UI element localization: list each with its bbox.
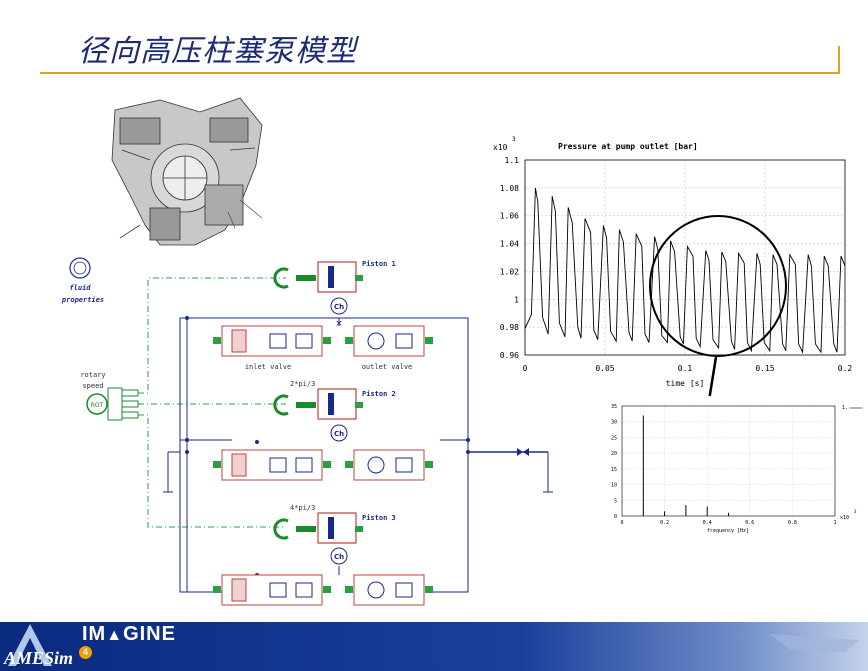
x-tick-label: 0.1 — [678, 364, 693, 373]
piston-3-label: Piston 3 — [362, 514, 396, 522]
pressure-chart-title: Pressure at pump outlet [bar] — [558, 142, 698, 151]
pressure-series-line — [524, 187, 846, 354]
x-tick-label: 0.05 — [595, 364, 614, 373]
highlight-ellipse — [649, 215, 787, 357]
pump-diagram: fluid properties rotary speed ROT — [60, 97, 868, 606]
spectrum-chart-xlabel: frequency [Hz] — [707, 528, 749, 534]
spectrum-chart: 0 5 10 15 20 25 30 35 0 0.2 0.4 0.6 0.8 1 frequency … — [598, 396, 868, 538]
y-tick-label: 20 — [611, 451, 617, 457]
piston-3-group[interactable]: 4*pi/3 Piston 3 Ch — [273, 504, 396, 565]
x-tick-label: 0.2 — [660, 520, 669, 526]
x-tick-label: 1 — [833, 520, 836, 526]
spectrum-chart-yticks: 0 5 10 15 20 25 30 35 — [611, 404, 617, 520]
outlet-valve-label: outlet valve — [362, 363, 413, 371]
spectrum-chart-x-multiplier-exp: 3 — [854, 509, 857, 514]
y-tick-label: 1.1 — [505, 156, 520, 165]
spectrum-chart-bars — [642, 415, 729, 516]
footer-bar — [0, 622, 868, 671]
y-tick-label: 0 — [614, 514, 617, 520]
piston-2-phase: 2*pi/3 — [290, 380, 315, 388]
piston-1-group[interactable]: Piston 1 Ch × — [273, 260, 396, 329]
x-tick-label: 0.2 — [838, 364, 853, 373]
svg-text:×: × — [335, 319, 343, 329]
x-tick-label: 0.6 — [745, 520, 754, 526]
y-tick-label: 1.06 — [500, 212, 519, 221]
piston-2-label: Piston 2 — [362, 390, 396, 398]
valve-row-3[interactable] — [213, 574, 433, 606]
piston-2-chamber: Ch — [334, 430, 344, 438]
x-tick-label: 0.4 — [703, 520, 712, 526]
x-tick-label: 0.8 — [788, 520, 797, 526]
valve-row-2[interactable] — [213, 449, 433, 481]
y-tick-label: 1 — [514, 295, 519, 304]
spectrum-chart-legend: 1. — [842, 405, 848, 411]
fluid-properties-label: properties — [61, 296, 104, 304]
y-tick-label: 15 — [611, 467, 617, 473]
x-tick-label: 0 — [620, 520, 623, 526]
y-tick-label: 35 — [611, 404, 617, 410]
y-tick-label: 1.08 — [500, 184, 519, 193]
speed-label: speed — [82, 382, 103, 390]
spectrum-chart-xticks: 0 0.2 0.4 0.6 0.8 1 — [620, 520, 836, 526]
amesim-logo: AMESim — [4, 648, 74, 668]
y-tick-label: 5 — [614, 498, 617, 504]
pressure-chart-series — [524, 187, 846, 354]
y-tick-label: 1.02 — [500, 267, 519, 276]
spectrum-chart-x-multiplier: x10 — [840, 515, 849, 521]
amesim-logo-icon — [8, 624, 52, 666]
piston-2-group[interactable]: 2*pi/3 Piston 2 Ch — [273, 380, 396, 442]
rot-label: ROT — [91, 402, 104, 409]
piston-3-chamber: Ch — [334, 553, 344, 561]
rotary-speed-source[interactable]: rotary speed ROT — [80, 371, 139, 421]
x-tick-label: 0.15 — [755, 364, 774, 373]
piston-1-chamber: Ch — [334, 303, 344, 311]
y-tick-label: 1.04 — [500, 240, 519, 249]
amesim-version-badge: 4 — [79, 646, 92, 659]
piston-1-label: Piston 1 — [362, 260, 396, 268]
slide-title: 径向高压柱塞泵模型 — [78, 34, 357, 69]
title-underline-corner — [838, 46, 840, 74]
pressure-chart: Pressure at pump outlet [bar] x10 3 time… — [488, 128, 868, 394]
x-tick-label: 0 — [523, 364, 528, 373]
hydraulic-lines — [163, 317, 553, 593]
inlet-valve-label: inlet valve — [245, 363, 291, 371]
fluid-icon-label: fluid — [69, 284, 91, 292]
footer-graphics — [8, 624, 860, 666]
mechanical-links — [138, 277, 286, 528]
piston-3-phase: 4*pi/3 — [290, 504, 315, 512]
y-tick-label: 30 — [611, 420, 617, 426]
pump-cad-drawing — [111, 97, 263, 246]
y-tick-label: 10 — [611, 483, 617, 489]
pressure-chart-y-multiplier-exp: 3 — [512, 136, 516, 143]
pressure-chart-y-multiplier: x10 — [493, 143, 508, 152]
pressure-chart-yticks: 1.1 1.08 1.06 1.04 1.02 1 0.98 0.96 — [500, 156, 519, 360]
imagine-logo: IM▲GINE — [82, 623, 176, 645]
rotary-label: rotary — [80, 371, 105, 379]
check-valve-icon — [517, 448, 529, 456]
y-tick-label: 0.98 — [500, 323, 519, 332]
valve-row-1[interactable] — [213, 325, 433, 357]
pressure-chart-xlabel: time [s] — [666, 379, 705, 388]
y-tick-label: 0.96 — [500, 351, 519, 360]
pressure-chart-frame — [524, 159, 846, 356]
jet-silhouette-icon — [770, 634, 860, 652]
y-tick-label: 25 — [611, 435, 617, 441]
pressure-chart-xticks: 0 0.05 0.1 0.15 0.2 — [523, 364, 853, 373]
fluid-properties-icon[interactable]: fluid properties — [61, 257, 104, 304]
title-underline — [40, 72, 840, 74]
